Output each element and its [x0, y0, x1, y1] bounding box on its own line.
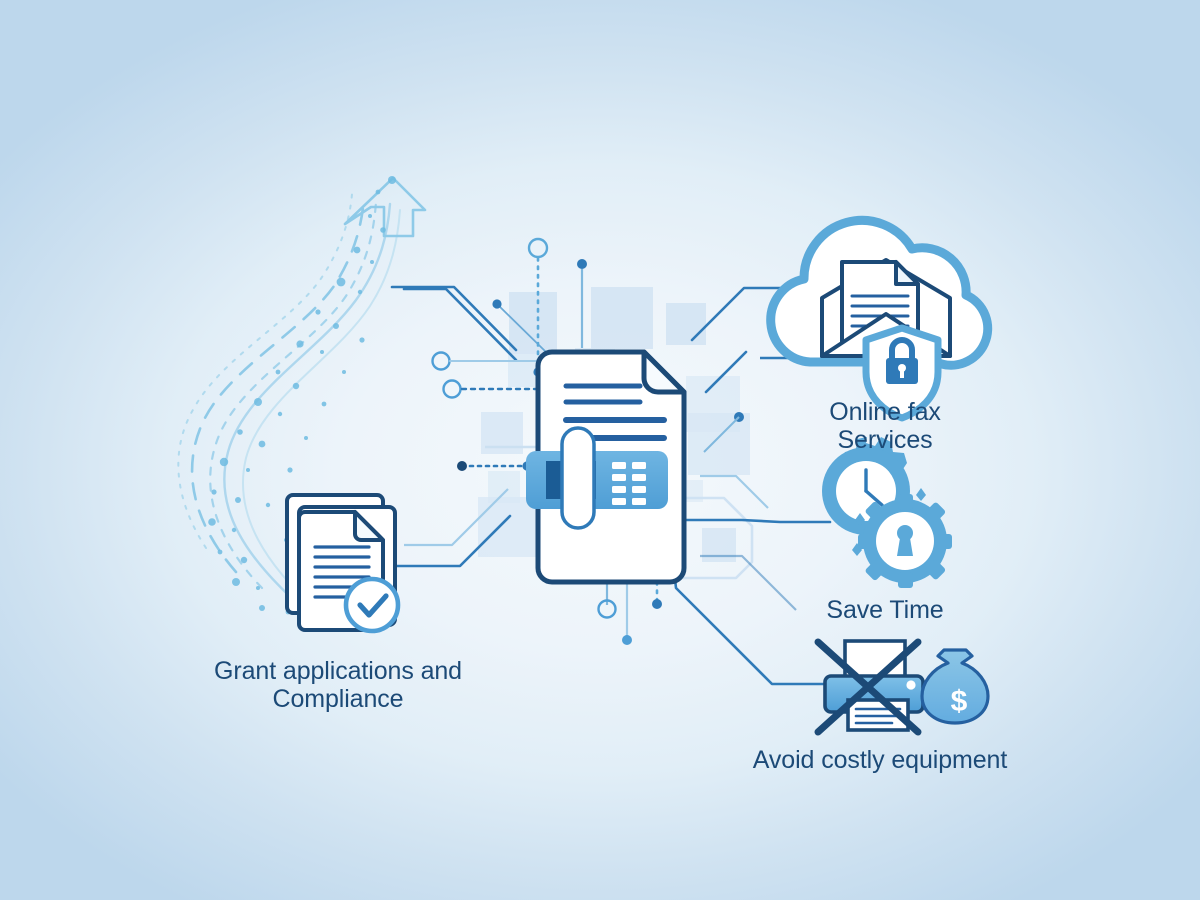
fax-keypad: [612, 462, 646, 505]
connector-lines: [386, 285, 832, 686]
gear-sparks: [852, 488, 926, 556]
circuit-dot: [492, 299, 502, 309]
circuit-dot: [457, 461, 467, 471]
circuit-node-circle: [442, 379, 462, 399]
keyhole: [897, 525, 913, 556]
crossed-out-printer-money-bag-icon: $: [814, 638, 990, 736]
circuit-node-circle: [527, 237, 549, 259]
circuit-traces: [402, 237, 800, 645]
page-fold: [641, 349, 687, 395]
fax-handset: [560, 426, 596, 530]
circuit-node-circle: [431, 351, 451, 371]
cloud-secure-email-icon: [766, 215, 993, 422]
label-save-time: Save Time: [826, 596, 944, 624]
label-avoid-costly-equipment: Avoid costly equipment: [752, 746, 1008, 774]
cross-out-x: [814, 638, 922, 736]
circuit-node-circle: [597, 599, 617, 619]
connector-to-arrow: [390, 285, 518, 352]
label-grant-applications-compliance: Grant applications and Compliance: [214, 657, 462, 714]
connector-to-grant: [386, 514, 512, 568]
documents-stack-check-icon: [285, 493, 401, 634]
check-circle: [343, 576, 401, 634]
fax-machine-over-document-icon: [526, 349, 687, 585]
circuit-dot: [577, 259, 587, 269]
printer-indicator: [906, 680, 916, 690]
label-online-fax-services: Online fax Services: [829, 398, 941, 455]
padlock-shackle: [889, 337, 915, 358]
arrow-head: [343, 176, 427, 238]
gears-clock-keyhole-icon: [822, 437, 952, 588]
connector-to-save-time: [684, 518, 832, 524]
check-mark: [357, 593, 389, 618]
document-fold: [353, 510, 385, 542]
clock-hands: [864, 468, 884, 507]
money-bag: [920, 648, 990, 725]
dollar-sign: $: [951, 685, 968, 718]
